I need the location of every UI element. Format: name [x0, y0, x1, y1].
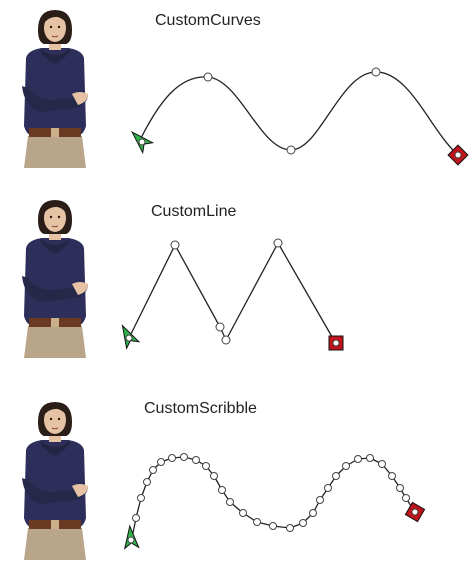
path-node[interactable] [342, 462, 350, 470]
path-node[interactable] [378, 460, 386, 468]
path-node[interactable] [324, 484, 332, 492]
path-node[interactable] [286, 524, 294, 532]
face-shape [44, 14, 66, 42]
curve-path [139, 71, 459, 156]
path-node[interactable] [396, 484, 404, 492]
woman-figure-image [22, 10, 88, 168]
path-node[interactable] [309, 509, 317, 517]
path-node[interactable] [286, 145, 296, 155]
eye-shape [57, 25, 61, 29]
section-custom-line: CustomLine [0, 190, 474, 380]
mouth-shape [51, 225, 59, 228]
path-node[interactable] [149, 466, 157, 474]
hair-fringe-shape [43, 12, 68, 24]
crossed-arms-shape [22, 86, 88, 112]
path-node[interactable] [157, 458, 165, 466]
scribble-nodes [132, 453, 410, 532]
pants-shape [24, 136, 86, 168]
mouth-shape [51, 427, 59, 430]
path-node[interactable] [132, 514, 140, 522]
path-node[interactable] [366, 454, 374, 462]
path-node[interactable] [168, 454, 176, 462]
belt-buckle-shape [51, 520, 59, 529]
path-node[interactable] [215, 322, 225, 332]
end-square-marker[interactable] [328, 335, 344, 351]
curves-diagram [127, 67, 469, 166]
hand-shape [72, 484, 88, 497]
line-path [128, 242, 336, 343]
path-node[interactable] [192, 456, 200, 464]
path-node[interactable] [316, 496, 324, 504]
path-node[interactable] [239, 509, 247, 517]
collar-shape [40, 440, 70, 456]
sweater-shape [24, 440, 86, 528]
path-node[interactable] [388, 472, 396, 480]
face-shape [44, 406, 66, 434]
woman-figure-image [22, 200, 88, 358]
start-arrow-marker[interactable] [116, 322, 141, 350]
path-node[interactable] [402, 494, 410, 502]
pants-shape [24, 326, 86, 358]
sweater-shape [24, 48, 86, 136]
path-node[interactable] [210, 472, 218, 480]
end-square-marker[interactable] [404, 501, 426, 523]
path-node[interactable] [226, 498, 234, 506]
belt-buckle-shape [51, 128, 59, 137]
mouth-shape [51, 35, 59, 38]
collar-shape [40, 48, 70, 64]
path-node[interactable] [202, 462, 210, 470]
path-node[interactable] [137, 494, 145, 502]
start-arrow-marker[interactable] [123, 524, 140, 550]
path-node[interactable] [180, 453, 188, 461]
section-title: CustomLine [151, 203, 237, 220]
eye-shape [49, 417, 53, 421]
crossed-arms-shape [22, 478, 88, 504]
section-custom-curves: CustomCurves [0, 0, 474, 190]
sweater-shape [24, 238, 86, 326]
path-node[interactable] [221, 335, 231, 345]
end-square-marker[interactable] [447, 144, 469, 166]
path-node[interactable] [253, 518, 261, 526]
section-title: CustomScribble [144, 400, 257, 417]
hand-shape [72, 282, 88, 295]
path-node[interactable] [354, 455, 362, 463]
line-diagram [116, 238, 344, 351]
scribble-diagram [123, 453, 426, 550]
path-node[interactable] [371, 67, 381, 77]
crossed-arms-shape [22, 276, 88, 302]
woman-figure-image [22, 402, 88, 560]
path-node[interactable] [143, 478, 151, 486]
section-custom-scribble: CustomScribble [0, 380, 474, 573]
eye-shape [57, 417, 61, 421]
face-shape [44, 204, 66, 232]
start-arrow-marker[interactable] [127, 127, 155, 155]
eye-shape [49, 215, 53, 219]
eye-shape [49, 25, 53, 29]
path-node[interactable] [332, 472, 340, 480]
path-node[interactable] [269, 522, 277, 530]
pants-shape [24, 528, 86, 560]
path-node[interactable] [273, 238, 283, 248]
section-title: CustomCurves [155, 12, 261, 29]
hair-fringe-shape [43, 404, 68, 416]
eye-shape [57, 215, 61, 219]
path-node[interactable] [299, 519, 307, 527]
collar-shape [40, 238, 70, 254]
path-node[interactable] [203, 72, 213, 82]
belt-buckle-shape [51, 318, 59, 327]
path-node[interactable] [218, 486, 226, 494]
hair-fringe-shape [43, 202, 68, 214]
path-node[interactable] [170, 240, 180, 250]
hand-shape [72, 92, 88, 105]
